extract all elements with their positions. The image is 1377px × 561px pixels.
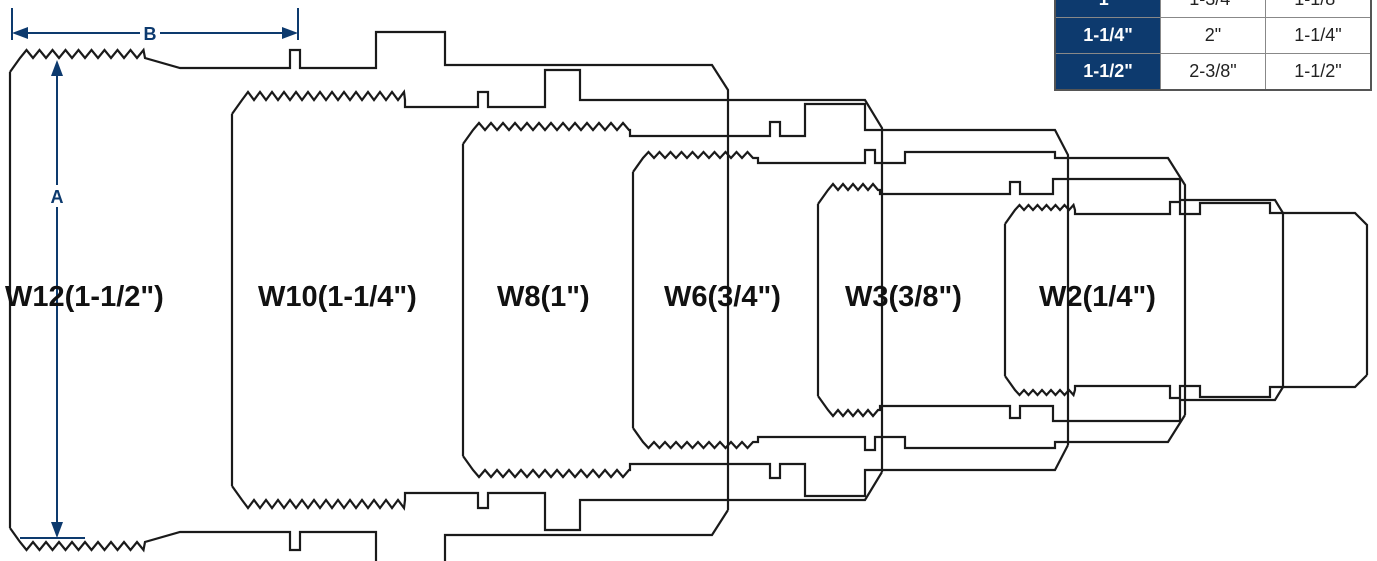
- label-w8: W8(1"): [497, 281, 590, 313]
- fitting-outline-w10: [230, 68, 884, 532]
- dim-a-value: 2-3/8": [1160, 53, 1266, 91]
- dim-a-value: 2": [1160, 17, 1266, 54]
- table-row: 1-1/2" 2-3/8" 1-1/2": [1054, 53, 1372, 91]
- size-cell: 1-1/2": [1054, 53, 1161, 91]
- size-cell: 1": [1054, 0, 1161, 18]
- fitting-outline-w12: [8, 30, 730, 561]
- dim-b-value: 1-1/8": [1265, 0, 1372, 18]
- dim-b-value: 1-1/4": [1265, 17, 1372, 54]
- table-row: 1" 1-3/4" 1-1/8": [1054, 0, 1372, 18]
- dim-b-label: B: [144, 24, 157, 44]
- label-w10: W10(1-1/4"): [258, 281, 417, 313]
- dim-a-label: A: [51, 187, 64, 207]
- dim-a-value: 1-3/4": [1160, 0, 1266, 18]
- fitting-outline-w2: [1003, 200, 1369, 400]
- fitting-outline-w6: [631, 148, 1187, 452]
- dim-a-arrow-top: [51, 60, 63, 76]
- fitting-labels: W12(1-1/2") W10(1-1/4") W8(1") W6(3/4") …: [5, 281, 1156, 313]
- fitting-outline-w8: [461, 102, 1070, 498]
- dim-b-value: 1-1/2": [1265, 53, 1372, 91]
- dimension-markers: B A: [11, 8, 299, 539]
- label-w12: W12(1-1/2"): [5, 281, 164, 313]
- fitting-outline-w3: [816, 177, 1285, 423]
- label-w2: W2(1/4"): [1039, 281, 1156, 313]
- size-cell: 1-1/4": [1054, 17, 1161, 54]
- dim-a-arrow-bottom: [51, 522, 63, 538]
- size-table: 1" 1-3/4" 1-1/8" 1-1/4" 2" 1-1/4" 1-1/2"…: [1054, 0, 1372, 91]
- label-w6: W6(3/4"): [664, 281, 781, 313]
- dim-b-arrow-left: [12, 27, 28, 39]
- fitting-profiles: [8, 30, 1369, 561]
- label-w3: W3(3/8"): [845, 281, 962, 313]
- table-row: 1-1/4" 2" 1-1/4": [1054, 17, 1372, 54]
- dim-b-arrow-right: [282, 27, 298, 39]
